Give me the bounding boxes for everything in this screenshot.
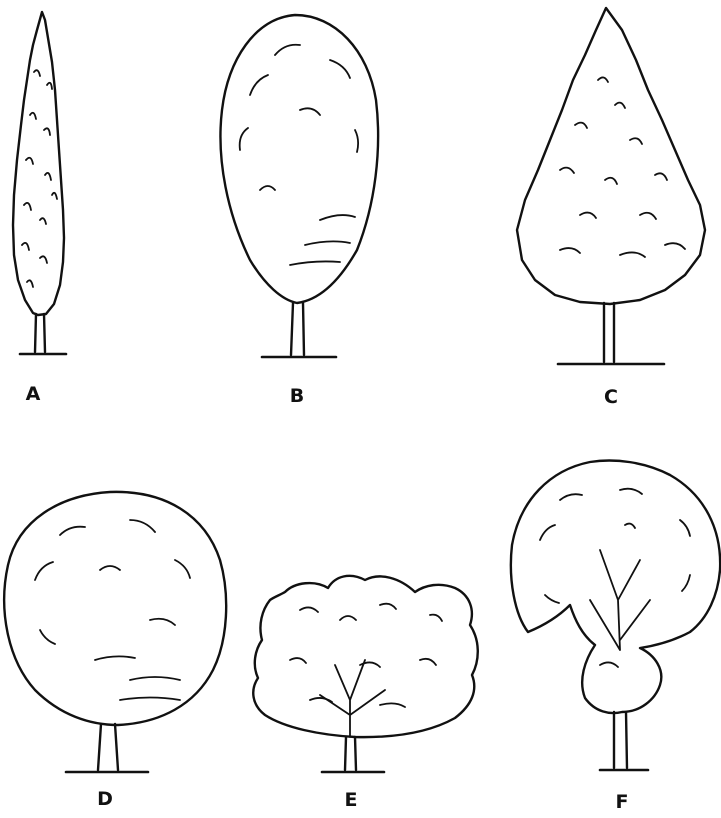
tree-b-drawing [220, 15, 378, 357]
tree-label-e: E [345, 789, 358, 811]
tree-label-d: D [97, 788, 113, 810]
tree-c-drawing [517, 8, 705, 364]
tree-f-drawing [511, 461, 720, 770]
tree-label-b: B [290, 385, 304, 407]
tree-e-drawing [253, 576, 478, 772]
tree-d-drawing [4, 492, 226, 772]
tree-a-drawing [13, 12, 66, 354]
tree-label-c: C [604, 386, 618, 408]
tree-label-a: A [26, 383, 41, 405]
tree-label-f: F [616, 791, 629, 813]
